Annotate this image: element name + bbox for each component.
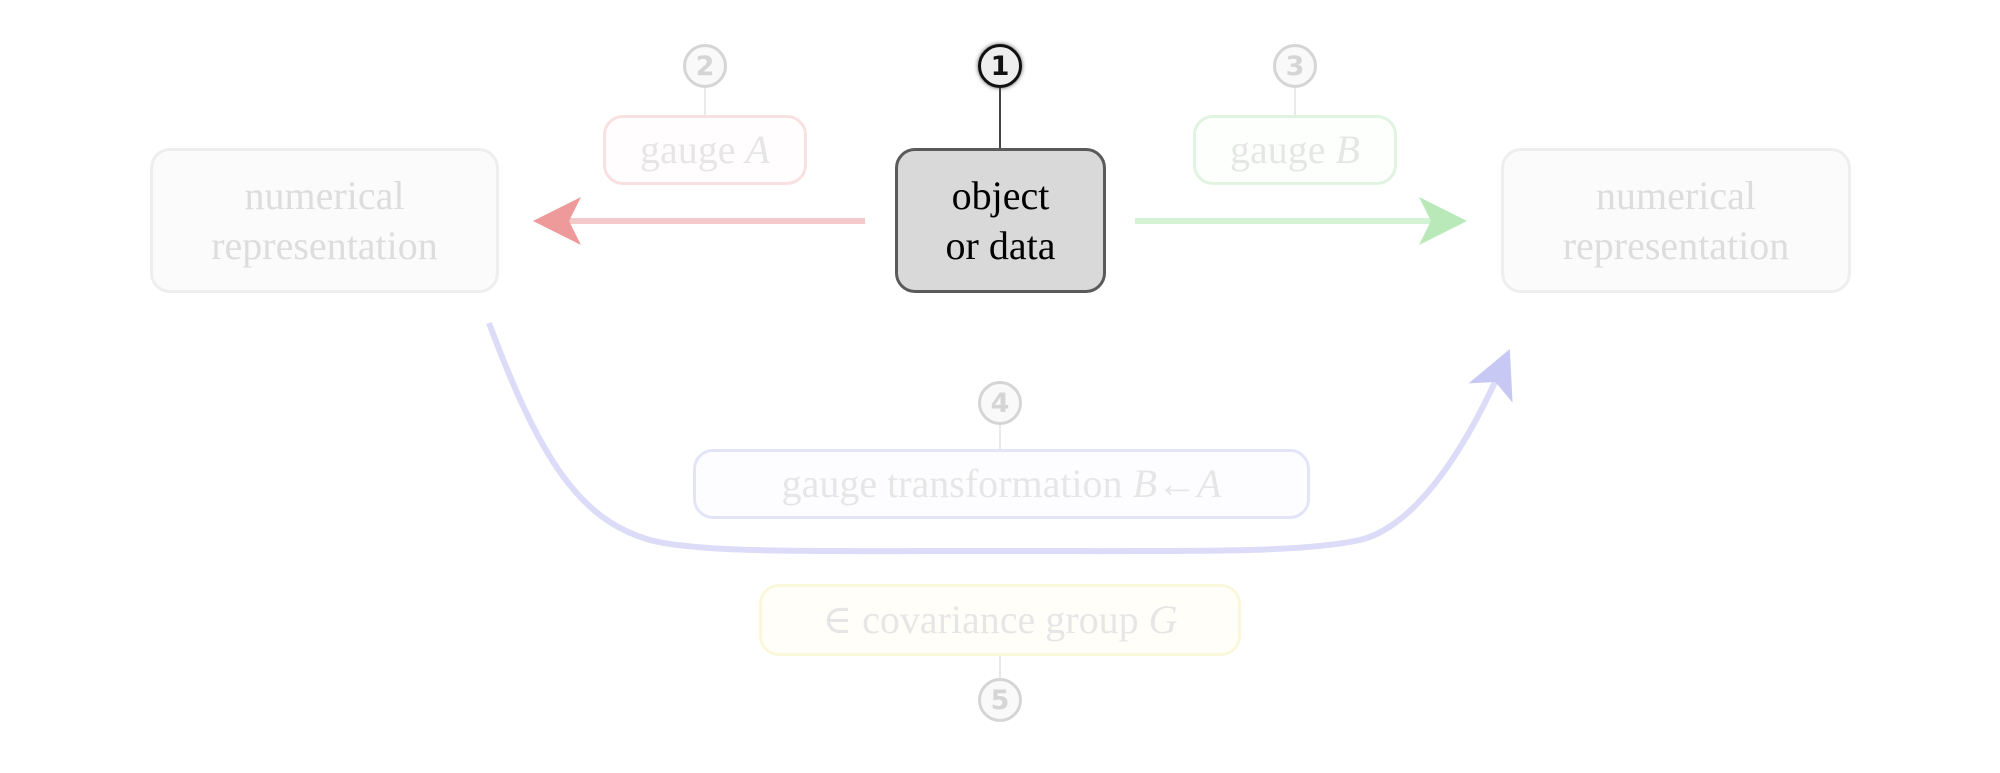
covariance-var: G	[1148, 597, 1178, 642]
marker-3: 3	[1273, 44, 1317, 88]
marker-2: 2	[683, 44, 727, 88]
gauge-b-label: gauge	[1230, 127, 1336, 172]
covariance-group-box: ∈ covariance group G	[759, 584, 1241, 656]
transformation-label: gauge transformation	[781, 461, 1133, 506]
right-box-line2: representation	[1562, 222, 1790, 268]
gauge-b-box: gauge B	[1193, 115, 1397, 185]
marker-4: 4	[978, 381, 1022, 425]
left-box-line2: representation	[211, 222, 438, 268]
marker-5-stem	[999, 656, 1001, 678]
gauge-a-box: gauge A	[603, 115, 807, 185]
gauge-a-label: gauge	[640, 127, 746, 172]
marker-1-stem	[999, 88, 1001, 148]
transformation-var: B←A	[1132, 461, 1222, 506]
gauge-transformation-box: gauge transformation B←A	[693, 449, 1310, 519]
right-box-line1: numerical	[1596, 172, 1756, 218]
marker-5: 5	[978, 678, 1022, 722]
center-box-line1: object	[951, 172, 1050, 218]
gauge-b-var: B	[1335, 127, 1360, 172]
marker-3-stem	[1294, 88, 1296, 115]
covariance-label: ∈ covariance group	[822, 597, 1149, 642]
center-box-line2: or data	[945, 222, 1056, 268]
marker-1: 1	[978, 44, 1022, 88]
marker-2-stem	[704, 88, 706, 115]
gauge-transformation-arrow	[486, 321, 1513, 555]
left-box-line1: numerical	[244, 172, 405, 218]
gauge-a-var: A	[745, 127, 770, 172]
marker-4-stem	[999, 425, 1001, 449]
